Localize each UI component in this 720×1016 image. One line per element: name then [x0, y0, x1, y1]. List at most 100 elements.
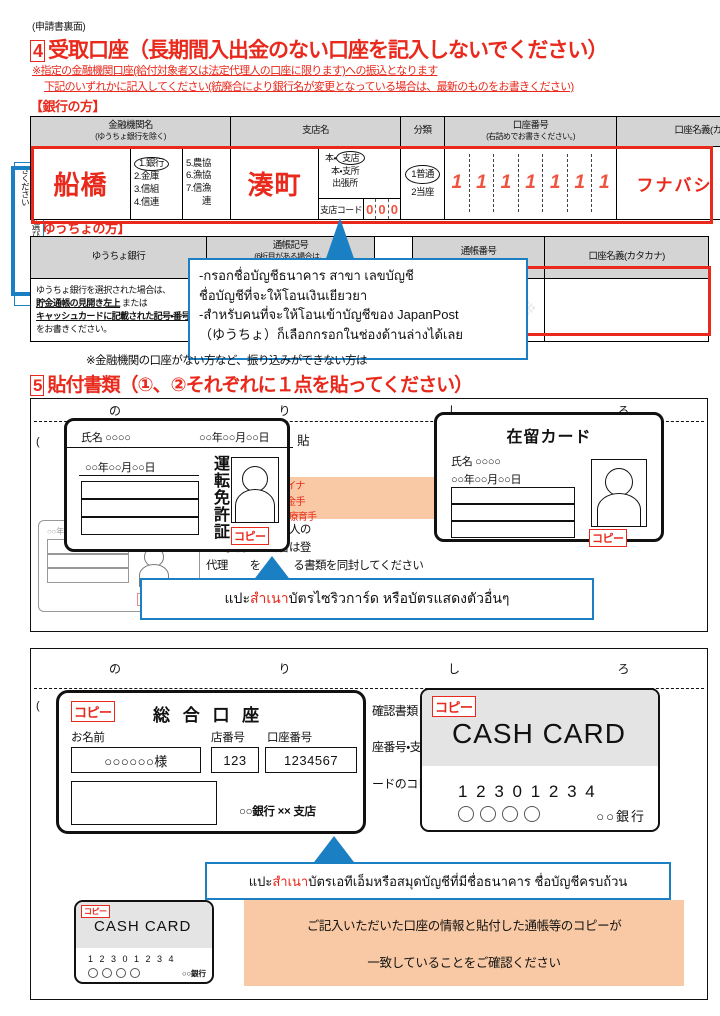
category-touza: 2当座 — [411, 187, 434, 198]
callout-yucho-line-3: -สำหรับคนที่จะให้โอนเข้าบัญชีของ JapanPo… — [199, 307, 459, 322]
cash-card-number: 1 2 3 0 1 2 3 4 — [458, 782, 597, 801]
small-cash-card-number: 1 2 3 0 1 2 3 4 — [88, 954, 176, 964]
passbook-bank-footer: ○○銀行 ×× 支店 — [239, 806, 316, 818]
callout-yucho-tail-icon — [322, 218, 358, 270]
col-header-category: 分類 — [400, 116, 446, 147]
section5-number: 5 — [30, 375, 45, 396]
passbook-name-value: ○○○○○○様 — [71, 747, 201, 773]
attachment-2-paren: ( — [36, 700, 40, 712]
bank-account-table: 金融機関名 (ゆうちょ銀行を除く) 支店名 分類 口座番号 (右詰めでお書きくだ… — [29, 116, 720, 220]
col-header-institution: 金融機関名 (ゆうちょ銀行を除く) — [29, 116, 232, 147]
option-ren: 連 — [202, 195, 212, 207]
branch-code-cells[interactable]: 0 0 0 — [363, 199, 400, 219]
cell-institution-options-left[interactable]: 1.銀行 2.金庫 3.信組 4.信連 — [130, 146, 183, 220]
section5-title-text: 貼付書類（①、②それぞれに１点を貼ってください） — [47, 375, 473, 396]
callout-2-highlight: สำเนา — [272, 873, 309, 889]
passbook-title: 総 合 口 座 — [153, 706, 264, 725]
col-header-branch: 支店名 — [230, 116, 402, 147]
option-shinren: 4.信連 — [134, 196, 159, 208]
cash-card-small: コピー CASH CARD 1 2 3 0 1 2 3 4 ○○銀行 — [74, 900, 214, 984]
callout-2-prefix: แปะ — [248, 873, 273, 889]
callout-attachment-2: แปะสำเนาบัตรเอทีเอ็มหรือสมุดบัญชีที่มีชื… — [205, 862, 671, 900]
callout-1-prefix: แปะ — [224, 590, 250, 606]
callout-yucho-line-2: ชื่อบัญชีที่จะให้โอนเงินเยียวยา — [199, 287, 368, 303]
callout-yucho-line-4: （ゆうちょ）ก็เลือกกรอกในช่องด้านล่างได้เลย — [199, 326, 463, 342]
attachment-1-paren: ( — [36, 436, 40, 448]
small-cash-card-dots-icon — [88, 968, 140, 978]
cash-card-bank-footer: ○○銀行 — [596, 809, 646, 824]
section4-number: 4 — [30, 40, 46, 62]
option-shingyo: 7.信漁 — [186, 183, 211, 194]
yucho-section-label: 【ゆうちょの方】 — [30, 221, 131, 236]
section4-note-2: 下記のいずれかに記入してください(統廃合により銀行名が変更となっている場合は、最… — [44, 81, 574, 93]
branch-name-value: 湊町 — [247, 170, 302, 201]
small-cash-card-title: CASH CARD — [94, 918, 192, 935]
cell-category[interactable]: 1普通 2当座 — [400, 146, 446, 220]
residence-card-title: 在留カード — [506, 429, 592, 446]
glue-marks-row-1: の り し ろ — [108, 404, 629, 418]
cell-yucho-account-name[interactable] — [544, 278, 710, 342]
attachment-2-line-2: ードのコピ — [372, 777, 430, 791]
attachment-2-heading: 確認書類 — [372, 704, 418, 718]
bank-section-label: 【銀行の方】 — [30, 99, 106, 114]
attachment-2-line-1: 座番号・支 — [372, 740, 422, 754]
residence-copy-stamp: コピー — [589, 529, 627, 547]
glue-marks-row-2: の り し ろ — [108, 662, 629, 676]
cell-branch-kind[interactable]: 本・支店 本・支所 出張所 支店コード 0 0 0 — [318, 146, 402, 220]
cell-institution-name[interactable]: 船橋 — [30, 146, 131, 220]
license-date-mid: ○○年○○月○○日 — [85, 462, 156, 474]
cell-account-number[interactable]: 1 1 1 1 1 1 1 — [444, 146, 618, 220]
category-selected: 1普通 — [405, 164, 440, 184]
option-gyokyo: 6.漁協 — [186, 170, 211, 182]
passbook-card: コピー 総 合 口 座 お名前 店番号 口座番号 ○○○○○○様 123 123… — [56, 690, 366, 834]
section4-note-1: ※指定の金融機関口座(給付対象者又は法定代理人の口座に限ります)への振込となりま… — [32, 65, 438, 77]
license-title: 運転免許証 — [211, 455, 228, 540]
callout-1-suffix: บัตรไซริวการ์ด หรือบัตรแสดงตัวอื่นๆ — [288, 590, 510, 606]
license-date-top: ○○年○○月○○日 — [199, 432, 270, 444]
section5-pre-note: ※金融機関の口座がない方など、振り込みができない方は — [86, 355, 368, 367]
callout-yucho-line-1: -กรอกชื่อบัญชีธนาคาร สาขา เลขบัญชี — [199, 268, 414, 283]
cell-institution-options-right[interactable]: 5.農協 6.漁協 7.信漁 連 — [181, 146, 232, 220]
branch-kind-shiten: 本・支店 — [325, 151, 366, 166]
glue-dashline-1 — [34, 421, 704, 422]
cell-yucho-instruction: ゆうちょ銀行を選択された場合は、 貯金通帳の見開き左上 または キャッシュカード… — [30, 278, 207, 342]
license-name-label: 氏名 ○○○○ — [81, 432, 131, 444]
col-header-account-no: 口座番号 (右詰めでお書きください。) — [444, 116, 618, 147]
glue-dashline-2 — [34, 688, 704, 689]
warning-line-2: 一致していることをご確認ください — [367, 956, 561, 970]
small-cash-card-bank-footer: ○○銀行 — [181, 969, 206, 978]
license-copy-stamp: コピー — [231, 527, 269, 545]
cell-account-name[interactable]: フナバシ タロウ — [616, 146, 720, 220]
cash-card-title: CASH CARD — [452, 718, 626, 749]
drivers-license-card: 氏名 ○○○○ ○○年○○月○○日 ○○年○○月○○日 運転免許証 コピー — [64, 418, 293, 552]
callout-2-suffix: บัตรเอทีเอ็มหรือสมุดบัญชีที่มีชื่อธนาคาร… — [308, 873, 628, 889]
option-kinko: 2.金庫 — [134, 171, 159, 183]
passbook-account-label: 口座番号 — [267, 732, 312, 744]
option-shinkumi: 3.信組 — [134, 184, 159, 195]
callout-2-tail-icon — [308, 836, 360, 870]
cash-card-dots-icon — [458, 806, 540, 822]
account-name-value: フナバシ タロウ — [636, 175, 720, 196]
col-header-account-name: 口座名義(カタカナ) — [616, 116, 720, 147]
page-note: (申請書裏面) — [32, 22, 86, 33]
branch-code-label: 支店コード — [320, 204, 363, 215]
passbook-name-label: お名前 — [71, 732, 105, 744]
callout-1-highlight: สำเนา — [249, 590, 289, 606]
residence-card: 在留カード 氏名 ○○○○ ○○年○○月○○日 コピー — [434, 412, 664, 547]
passbook-copy-stamp: コピー — [71, 701, 115, 722]
branch-kind-shucchojo: 出張所 — [332, 178, 358, 189]
residence-name: 氏名 ○○○○ — [451, 456, 501, 468]
residence-date: ○○年○○月○○日 — [451, 474, 522, 486]
callout-attachment-1: แปะสำเนาบัตรไซริวการ์ด หรือบัตรแสดงตัวอื… — [140, 578, 594, 620]
passbook-branch-value: 123 — [211, 747, 259, 773]
option-nokyo: 5.農協 — [186, 157, 211, 169]
col-header-yucho-account-name: 口座名義(カタカナ) — [544, 236, 710, 279]
warning-box: ご記入いただいた口座の情報と貼付した通帳等のコピーが 一致していることをご確認く… — [244, 900, 684, 986]
col-header-yucho-bank: ゆうちょ銀行 — [30, 236, 207, 279]
cell-branch-name[interactable]: 湊町 — [230, 146, 320, 220]
small-cash-card-copy-stamp: コピー — [81, 905, 110, 918]
option-selected-bank: 1.銀行 — [134, 156, 169, 172]
callout-yucho-instructions: -กรอกชื่อบัญชีธนาคาร สาขา เลขบัญชี ชื่อบ… — [188, 258, 528, 360]
